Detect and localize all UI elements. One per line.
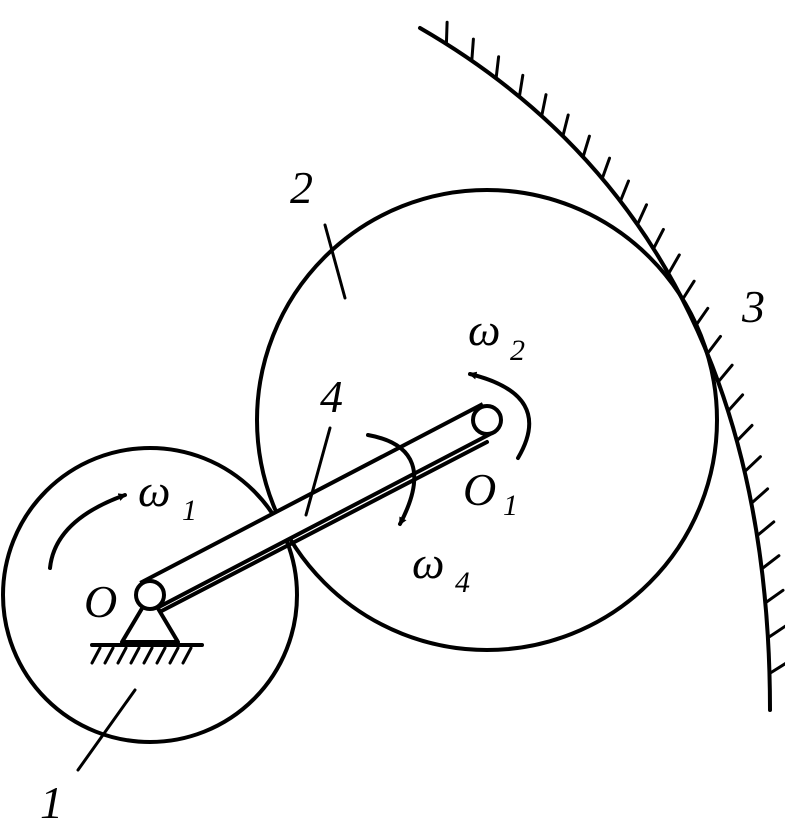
fixed-support-o bbox=[90, 593, 204, 665]
hatch-mark bbox=[636, 203, 648, 226]
svg-text:1: 1 bbox=[182, 494, 197, 527]
hatch-mark bbox=[470, 37, 475, 63]
wheel-2 bbox=[255, 188, 719, 652]
hatch-mark bbox=[726, 393, 745, 413]
hatch-mark bbox=[600, 156, 611, 181]
hatch-mark bbox=[766, 624, 785, 640]
hatch-mark bbox=[705, 334, 722, 356]
hatch-mark bbox=[681, 279, 696, 301]
wall-hatching bbox=[444, 20, 785, 675]
pivot-o1 bbox=[471, 404, 503, 436]
wheel-1 bbox=[1, 446, 299, 744]
hatch-mark bbox=[494, 55, 501, 80]
label-part-3: 3 bbox=[741, 281, 765, 332]
hatch-mark bbox=[735, 423, 754, 443]
label-omega-4: ω 4 bbox=[412, 537, 470, 599]
hatch-mark bbox=[743, 455, 762, 474]
hatch-mark bbox=[749, 487, 770, 505]
hatch-mark bbox=[652, 227, 665, 251]
hatch-mark bbox=[768, 662, 785, 675]
svg-text:ω: ω bbox=[138, 465, 170, 516]
svg-text:4: 4 bbox=[455, 566, 470, 599]
hatch-mark bbox=[540, 93, 548, 118]
label-point-o: O bbox=[84, 576, 117, 627]
hatch-mark bbox=[755, 520, 776, 538]
svg-text:2: 2 bbox=[510, 334, 525, 367]
label-omega-1: ω 1 bbox=[138, 465, 197, 527]
label-part-1: 1 bbox=[40, 777, 63, 823]
omega-2-arrow bbox=[468, 371, 532, 460]
svg-text:O: O bbox=[463, 464, 496, 515]
pivot-o bbox=[134, 579, 166, 611]
hatch-mark bbox=[561, 113, 570, 138]
leader-1 bbox=[76, 688, 137, 772]
label-point-o1: O 1 bbox=[463, 464, 518, 522]
label-part-2: 2 bbox=[290, 162, 313, 213]
hatch-mark bbox=[667, 253, 681, 276]
hatch-mark bbox=[763, 588, 785, 605]
svg-text:ω: ω bbox=[468, 304, 500, 355]
svg-text:ω: ω bbox=[412, 537, 444, 588]
fixed-curved-guide bbox=[418, 26, 772, 712]
hatch-mark bbox=[581, 134, 591, 159]
svg-text:1: 1 bbox=[503, 489, 518, 522]
omega-1-arrow bbox=[48, 493, 127, 570]
hatch-mark bbox=[716, 363, 734, 384]
hatch-mark bbox=[444, 20, 449, 46]
omega-4-arrow bbox=[366, 433, 417, 526]
hatch-mark bbox=[517, 73, 525, 99]
leader-4 bbox=[304, 426, 332, 517]
hatch-mark bbox=[760, 554, 781, 571]
hatch-mark bbox=[618, 179, 630, 203]
label-part-4: 4 bbox=[320, 371, 343, 422]
leader-2 bbox=[323, 223, 347, 300]
label-omega-2: ω 2 bbox=[468, 304, 525, 367]
